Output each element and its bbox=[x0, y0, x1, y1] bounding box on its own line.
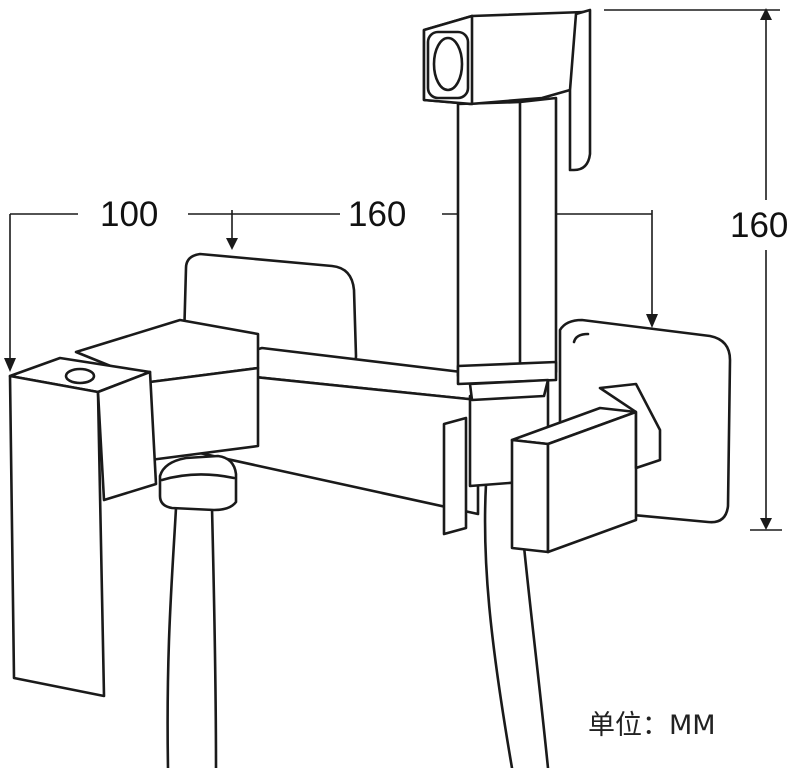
dimension-center-width: 160 bbox=[344, 197, 411, 232]
left-hose bbox=[166, 506, 218, 770]
sprayer-handle bbox=[456, 96, 558, 402]
wall-elbow bbox=[442, 374, 662, 554]
mixer-handle bbox=[8, 356, 158, 698]
sprayer-head bbox=[422, 8, 592, 172]
mixer-nut bbox=[158, 454, 238, 512]
dimension-right-height: 160 bbox=[726, 208, 793, 243]
unit-label: 单位：MM bbox=[588, 710, 716, 741]
dimension-left-width: 100 bbox=[96, 197, 163, 232]
